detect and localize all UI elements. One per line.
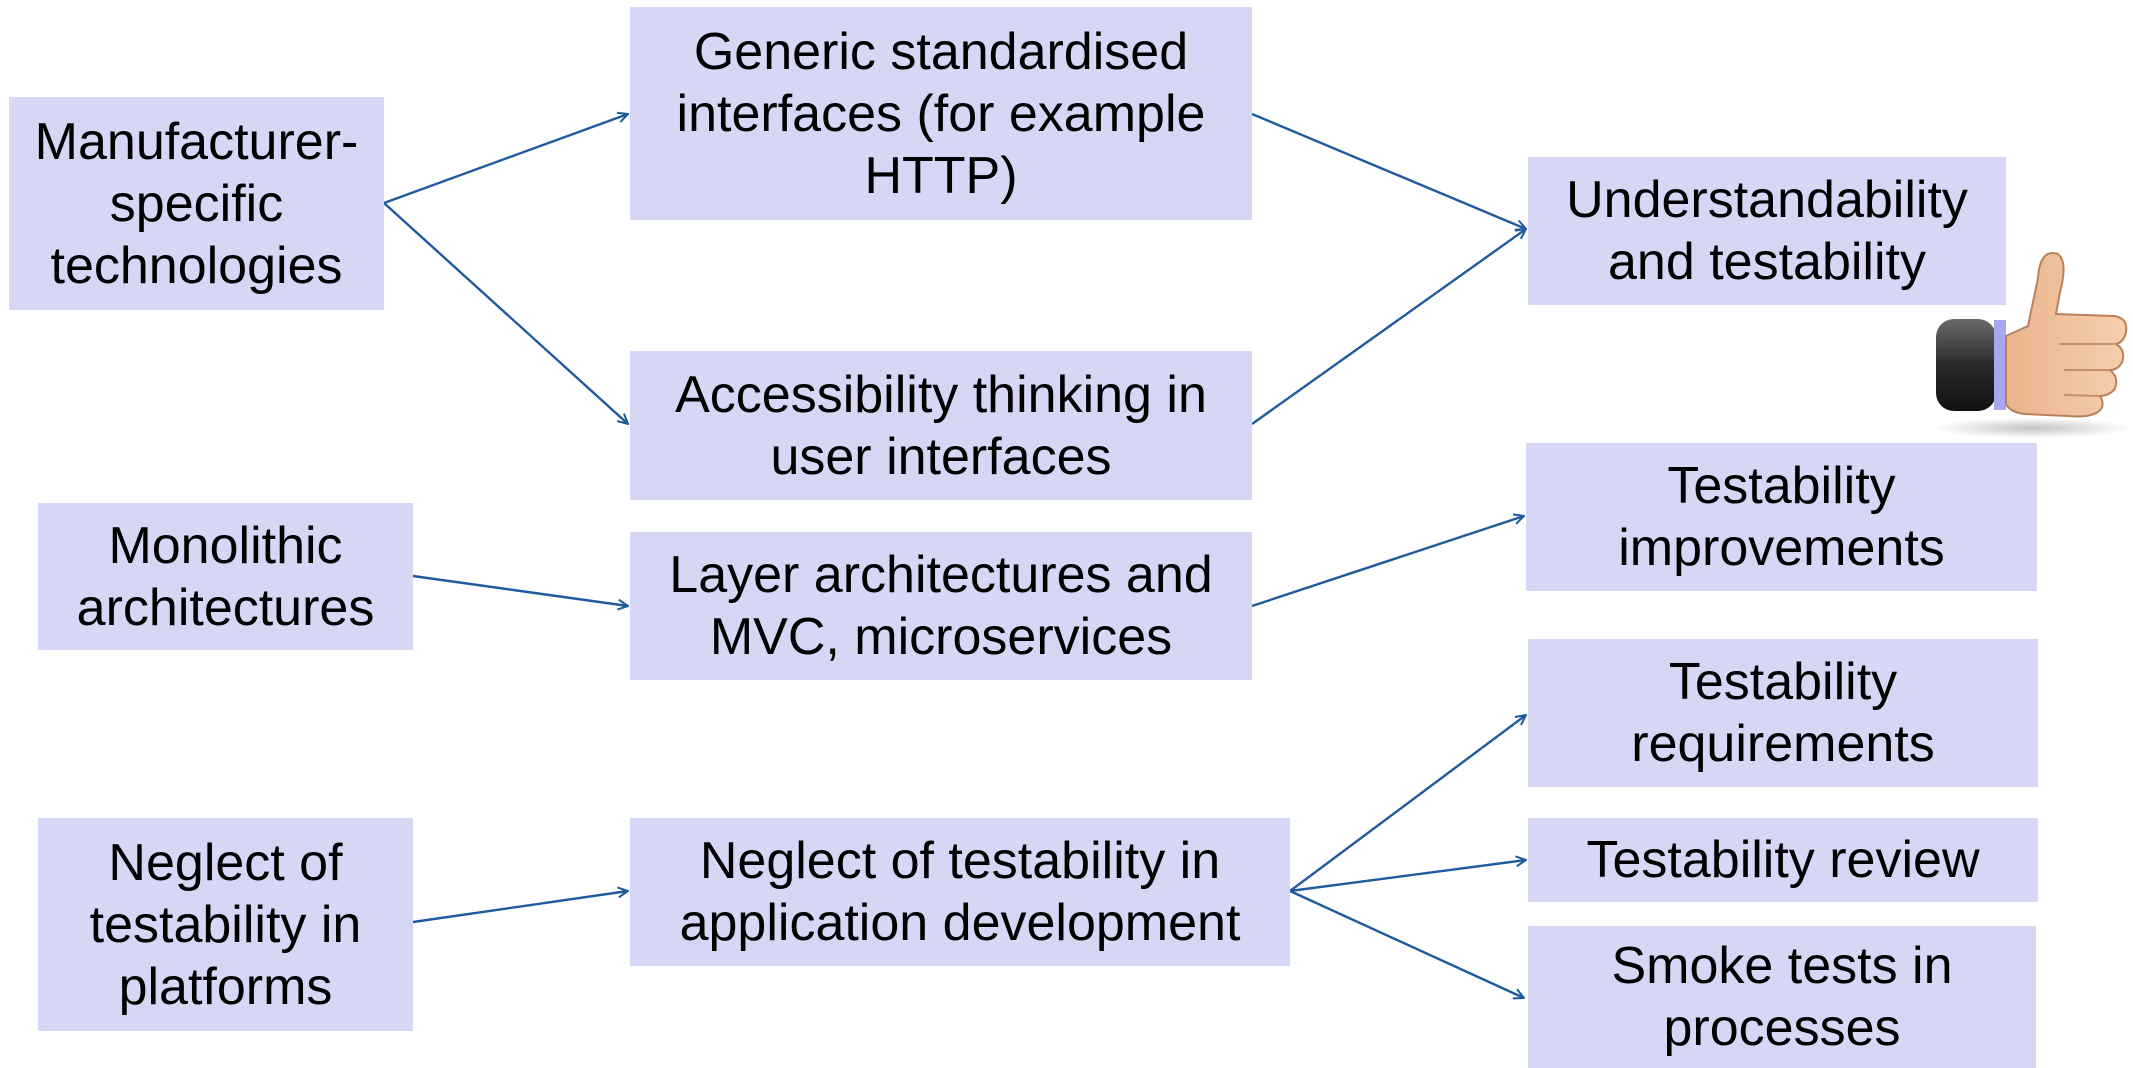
arrow-manufacturer-to-accessibility [383, 202, 628, 424]
box-label: Manufacturer- specific technologies [34, 112, 359, 295]
box-understandability-and-testability: Understandability and testability [1528, 157, 2006, 305]
arrow-neglect-app-to-requirements [1289, 715, 1526, 892]
arrow-monolithic-to-layer [412, 574, 628, 606]
box-testability-improvements: Testability improvements [1526, 443, 2037, 591]
box-accessibility-thinking: Accessibility thinking in user interface… [630, 351, 1252, 500]
box-label: Generic standardised interfaces (for exa… [676, 22, 1206, 205]
arrow-layer-to-improvements [1251, 516, 1524, 608]
box-testability-requirements: Testability requirements [1528, 639, 2038, 787]
thumbs-up-icon [1933, 252, 2133, 438]
arrow-generic-to-understandability [1251, 112, 1526, 229]
box-manufacturer-specific-technologies: Manufacturer- specific technologies [9, 97, 384, 310]
box-testability-review: Testability review [1528, 818, 2038, 902]
box-label: Testability requirements [1631, 653, 1935, 773]
box-label: Testability review [1586, 831, 1980, 889]
box-label: Neglect of testability in platforms [89, 833, 362, 1016]
box-generic-standardised-interfaces: Generic standardised interfaces (for exa… [630, 7, 1252, 220]
box-label: Understandability and testability [1566, 171, 1968, 291]
box-smoke-tests-in-processes: Smoke tests in processes [1528, 926, 2036, 1068]
box-label: Smoke tests in processes [1611, 937, 1953, 1057]
box-label: Monolithic architectures [76, 516, 375, 637]
arrow-manufacturer-to-generic [383, 114, 628, 205]
box-label: Layer architectures and MVC, microservic… [669, 546, 1213, 666]
arrow-accessibility-to-understandability [1251, 229, 1526, 425]
box-layer-architectures: Layer architectures and MVC, microservic… [630, 532, 1252, 680]
arrow-neglect-platforms-to-neglect-app [412, 891, 628, 924]
box-label: Testability improvements [1618, 457, 1945, 577]
box-label: Accessibility thinking in user interface… [675, 365, 1207, 486]
box-neglect-of-testability-in-application-development: Neglect of testability in application de… [630, 818, 1290, 966]
box-label: Neglect of testability in application de… [679, 832, 1241, 952]
box-neglect-of-testability-in-platforms: Neglect of testability in platforms [38, 818, 413, 1031]
box-monolithic-architectures: Monolithic architectures [38, 503, 413, 650]
arrow-neglect-app-to-smoke [1289, 889, 1524, 998]
arrow-neglect-app-to-review [1289, 860, 1526, 893]
